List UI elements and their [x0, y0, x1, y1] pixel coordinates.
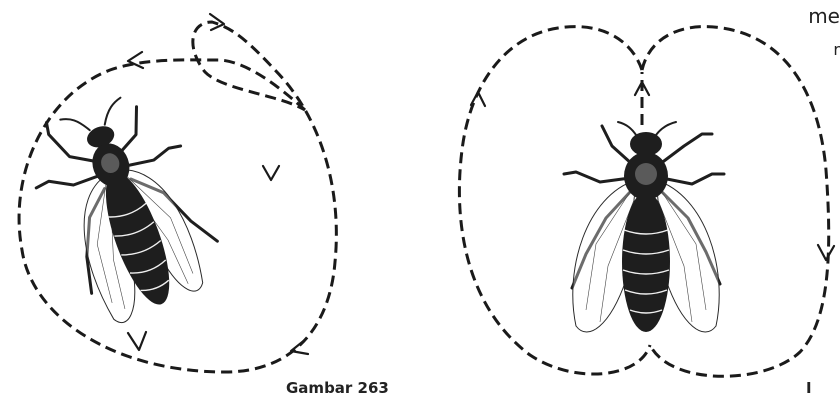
waggle-dance-panel — [459, 27, 834, 377]
partial-text-top-right-2: r — [833, 40, 840, 59]
waggle-dance-arrow-right — [818, 245, 834, 260]
figure-caption: Gambar 263 — [286, 379, 389, 397]
partial-text-top-right: me — [808, 4, 840, 28]
round-dance-panel — [16, 14, 336, 372]
bee-illustration-right — [564, 122, 724, 332]
round-dance-path — [19, 22, 336, 372]
round-dance-arrow-lower-left — [128, 332, 146, 350]
partial-text-bottom-right: I — [806, 379, 812, 397]
round-dance-arrow-right — [263, 166, 279, 180]
